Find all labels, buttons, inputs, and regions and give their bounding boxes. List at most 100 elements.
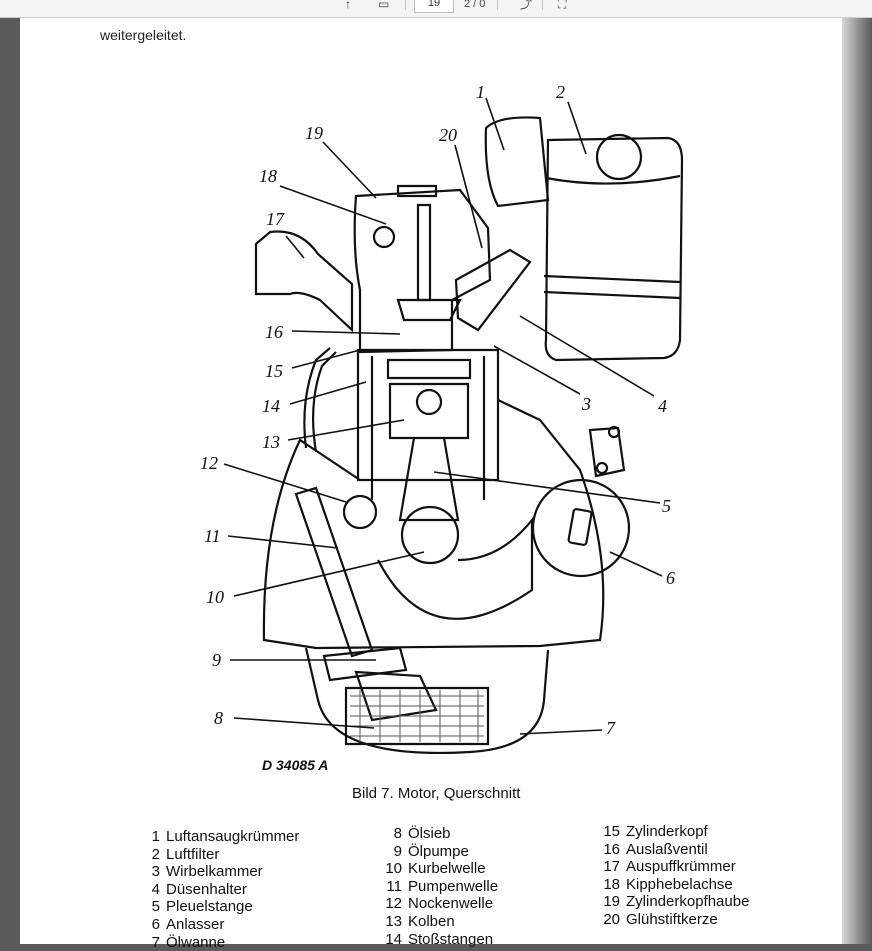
legend-item-number: 17: [603, 858, 620, 876]
callout-15: 15: [265, 361, 283, 381]
air-filter-cap: [595, 133, 643, 181]
legend-item: 3 Wirbelkammer: [150, 863, 299, 881]
legend-item: 9 Ölpumpe: [382, 843, 498, 861]
legend-item-label: Auslaßventil: [626, 840, 708, 858]
callout-8: 8: [214, 708, 223, 728]
legend-column-1: 1 Luftansaugkrümmer 2 Luftfilter 3 Wirbelkamm…: [150, 828, 300, 951]
legend-item: 4 Düsenhalter: [150, 881, 299, 899]
page-total: 2 / 0: [464, 0, 486, 10]
callout-5: 5: [662, 496, 671, 516]
legend-item-number: 1: [151, 828, 160, 845]
legend-item-number: 2: [151, 845, 160, 863]
legend-item: 10 Kurbelwelle: [382, 860, 498, 878]
legend-item-number: 6: [151, 915, 160, 933]
figure-code: D 34085 A: [262, 757, 328, 773]
legend-item-number: 10: [385, 860, 402, 878]
page-up-icon[interactable]: ↑: [345, 0, 351, 11]
legend-item-number: 13: [385, 912, 402, 930]
callout-16: 16: [265, 322, 283, 342]
legend-item-label: Kurbelwelle: [408, 860, 486, 878]
page-edge-shadow: [842, 17, 872, 944]
page-number-input[interactable]: 19: [414, 0, 454, 13]
callout-10: 10: [206, 587, 224, 607]
legend-item-number: 16: [603, 840, 620, 858]
page-top-text: weitergeleitet.: [100, 27, 187, 43]
legend-item-number: 12: [385, 895, 402, 913]
legend-item: 12 Nockenwelle: [382, 895, 498, 913]
rotate-icon[interactable]: ⤴: [520, 0, 533, 11]
callout-7: 7: [606, 718, 616, 738]
legend-item: 19 Zylinderkopfhaube: [600, 893, 749, 911]
toolbar-separator: [405, 0, 406, 10]
callout-4: 4: [658, 396, 667, 416]
figure-caption: Bild 7. Motor, Querschnitt: [352, 785, 521, 802]
air-filter-body: [544, 136, 684, 362]
camshaft: [342, 494, 378, 530]
starter-motor: [531, 478, 631, 578]
legend-item-label: Ölpumpe: [408, 842, 469, 860]
toolbar-separator: [542, 0, 543, 10]
legend-item-number: 5: [151, 898, 160, 916]
legend-item-label: Düsenhalter: [166, 880, 247, 898]
legend-item-number: 18: [603, 875, 620, 893]
crankcase: [262, 399, 605, 650]
callout-6: 6: [666, 568, 675, 588]
callout-3: 3: [581, 394, 591, 414]
callout-19: 19: [305, 123, 323, 143]
cylinder-head: [353, 188, 492, 354]
callout-1: 1: [476, 82, 485, 102]
legend-item: 13 Kolben: [382, 913, 498, 931]
legend-item-number: 20: [603, 910, 620, 928]
piston: [388, 382, 470, 440]
callout-14: 14: [262, 396, 280, 416]
legend-item-number: 7: [151, 933, 160, 951]
legend-item-number: 9: [393, 842, 402, 860]
callout-18: 18: [259, 166, 277, 186]
legend-item-label: Pumpenwelle: [408, 877, 499, 895]
callout-20: 20: [439, 125, 457, 145]
legend-item-number: 14: [385, 930, 402, 948]
oil-pan: [304, 647, 550, 754]
toolbar-separator: [497, 0, 498, 10]
pump-shaft: [294, 486, 374, 658]
legend-item: 2 Luftfilter: [150, 846, 299, 864]
injector: [454, 248, 532, 332]
legend-item-label: Pleuelstange: [166, 898, 253, 916]
legend-item-label: Kolben: [408, 912, 455, 930]
callout-2: 2: [556, 82, 565, 102]
legend-item-label: Zylinderkopfhaube: [626, 893, 750, 911]
fit-page-icon[interactable]: ⛶: [558, 0, 567, 11]
legend-item-label: Luftansaugkrümmer: [166, 828, 300, 845]
viewer-toolbar: ↑ ▭ 19 2 / 0 ⤴ ⛶: [0, 0, 872, 18]
legend-item-number: 3: [151, 863, 160, 881]
legend-item: 7 Ölwanne: [150, 934, 299, 951]
legend-item-label: Auspuffkrümmer: [626, 858, 736, 876]
legend-item-label: Wirbelkammer: [166, 863, 263, 881]
callout-12: 12: [200, 453, 218, 473]
leader-lines: [223, 97, 663, 735]
crankshaft: [400, 505, 460, 565]
intake-manifold: [484, 116, 550, 208]
legend-item: 5 Pleuelstange: [150, 898, 299, 916]
legend-item: 1 Luftansaugkrümmer: [150, 828, 300, 846]
legend-item-label: Zylinderkopf: [626, 823, 708, 840]
callout-13: 13: [262, 432, 280, 452]
callout-11: 11: [204, 526, 221, 546]
page-view-icon[interactable]: ▭: [378, 0, 390, 11]
legend-item-label: Ölsieb: [408, 825, 451, 842]
legend-item: 17 Auspuffkrümmer: [600, 858, 749, 876]
legend-item-number: 19: [603, 893, 620, 911]
legend-item-label: Ölwanne: [166, 933, 226, 951]
legend-item-label: Luftfilter: [166, 845, 220, 863]
legend-item-label: Nockenwelle: [408, 895, 494, 913]
legend-item-number: 4: [151, 880, 160, 898]
